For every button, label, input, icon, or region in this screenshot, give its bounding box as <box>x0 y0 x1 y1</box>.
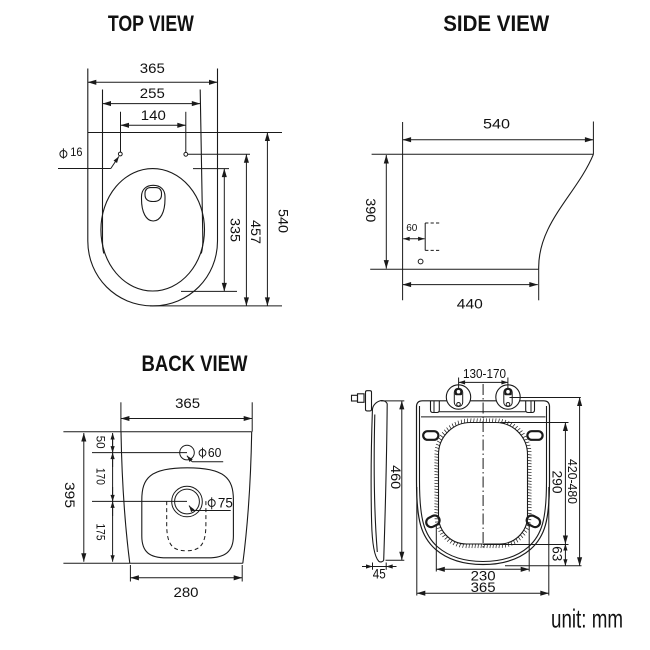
svg-text:unit: mm: unit: mm <box>551 604 623 634</box>
svg-text:SIDE VIEW: SIDE VIEW <box>443 11 549 36</box>
svg-text:BACK VIEW: BACK VIEW <box>142 351 248 376</box>
svg-text:390: 390 <box>363 198 379 222</box>
svg-text:365: 365 <box>471 579 496 595</box>
svg-text:TOP VIEW: TOP VIEW <box>108 11 194 36</box>
svg-text:130-170: 130-170 <box>463 366 506 381</box>
svg-text:60: 60 <box>208 446 222 460</box>
svg-text:230: 230 <box>471 567 496 583</box>
svg-text:280: 280 <box>174 584 199 600</box>
svg-text:50: 50 <box>94 436 108 449</box>
svg-text:395: 395 <box>62 482 78 508</box>
svg-text:440: 440 <box>457 296 483 312</box>
svg-text:140: 140 <box>141 107 166 123</box>
svg-text:170: 170 <box>94 468 108 485</box>
svg-text:255: 255 <box>140 85 165 101</box>
svg-text:75: 75 <box>218 495 233 510</box>
svg-text:365: 365 <box>175 395 200 411</box>
svg-text:290: 290 <box>550 471 566 494</box>
svg-text:365: 365 <box>140 60 165 76</box>
svg-text:420-480: 420-480 <box>565 459 580 504</box>
svg-text:60: 60 <box>406 223 418 234</box>
svg-text:45: 45 <box>373 566 386 582</box>
svg-text:460: 460 <box>388 465 404 489</box>
svg-text:175: 175 <box>94 524 108 541</box>
svg-text:16: 16 <box>70 147 82 159</box>
svg-text:457: 457 <box>248 220 264 244</box>
svg-text:540: 540 <box>276 209 292 233</box>
svg-text:63: 63 <box>550 546 566 561</box>
svg-text:335: 335 <box>228 218 244 242</box>
svg-text:540: 540 <box>483 116 510 132</box>
